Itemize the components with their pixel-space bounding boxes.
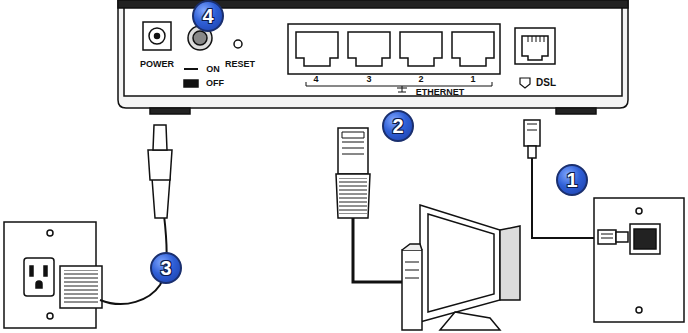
callout-circle: 2 bbox=[382, 110, 414, 142]
panel-label: OFF bbox=[206, 79, 224, 88]
power-jack bbox=[143, 22, 171, 50]
dsl-cable bbox=[524, 120, 604, 238]
ethernet-cable bbox=[336, 128, 402, 282]
callout-circle: 3 bbox=[150, 252, 182, 284]
panel-label: POWER bbox=[140, 60, 174, 69]
callout-circle: 1 bbox=[556, 164, 588, 196]
computer bbox=[402, 205, 520, 330]
dsl-port bbox=[515, 28, 555, 88]
port-number: 2 bbox=[418, 75, 423, 84]
port-number: 1 bbox=[470, 75, 475, 84]
port-number: 4 bbox=[313, 75, 318, 84]
router-back-panel bbox=[118, 0, 628, 114]
panel-label: RESET bbox=[225, 60, 255, 69]
callout-number: 1 bbox=[566, 170, 577, 190]
panel-label: DSL bbox=[536, 78, 556, 88]
callout-number: 3 bbox=[160, 258, 171, 278]
callout-number: 2 bbox=[392, 116, 403, 136]
reset-hole bbox=[234, 40, 242, 48]
callout-circle: 4 bbox=[192, 0, 224, 32]
phone-wall-jack bbox=[594, 198, 684, 322]
panel-label: ETHERNET bbox=[416, 88, 465, 97]
port-number: 3 bbox=[366, 75, 371, 84]
ethernet-ports bbox=[288, 24, 500, 92]
callout-number: 4 bbox=[202, 6, 213, 26]
power-switch bbox=[184, 26, 212, 87]
panel-label: ON bbox=[206, 65, 220, 74]
